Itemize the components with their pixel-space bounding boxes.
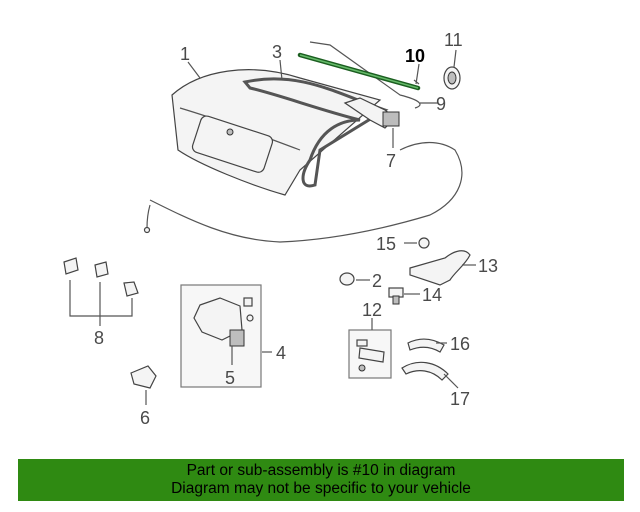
label-8: 8: [94, 328, 104, 348]
label-1: 1: [180, 44, 190, 64]
label-15: 15: [376, 234, 396, 254]
trunk-opening-body: [149, 141, 463, 243]
grommet[interactable]: [443, 66, 461, 90]
label-7: 7: [386, 151, 396, 171]
label-6: 6: [140, 408, 150, 428]
label-14: 14: [422, 285, 442, 305]
banner-line-2: Diagram may not be specific to your vehi…: [171, 480, 471, 497]
label-13: 13: [478, 256, 498, 276]
nut-15[interactable]: [418, 237, 430, 249]
torsion-bar-highlighted[interactable]: [297, 52, 421, 91]
striker[interactable]: [130, 365, 157, 389]
label-12: 12: [362, 300, 382, 320]
trunk-lock[interactable]: [193, 297, 254, 347]
clips-8[interactable]: [63, 257, 139, 297]
banner-line-1: Part or sub-assembly is #10 in diagram: [186, 462, 456, 479]
info-banner: Part or sub-assembly is #10 in diagram D…: [18, 459, 624, 501]
label-4: 4: [276, 343, 286, 363]
label-9: 9: [436, 94, 446, 114]
hinge[interactable]: [409, 250, 471, 286]
opener-kit[interactable]: [356, 339, 385, 372]
label-17: 17: [450, 389, 470, 409]
label-5: 5: [225, 368, 235, 388]
parts-diagram: 1 3 10 11 9 7 15 13 2 14 12 16 17 4 5 6 …: [63, 30, 498, 428]
bracket-16[interactable]: [407, 338, 445, 353]
label-3: 3: [272, 42, 282, 62]
label-2: 2: [372, 271, 382, 291]
label-10: 10: [405, 46, 425, 66]
release-cable[interactable]: [309, 41, 421, 109]
bolt-14[interactable]: [388, 287, 404, 305]
leader-lines: [69, 49, 476, 405]
lock-cylinder[interactable]: [343, 97, 400, 129]
label-11: 11: [444, 30, 463, 50]
bracket-17[interactable]: [401, 361, 449, 381]
weatherstrip[interactable]: [242, 77, 389, 188]
label-16: 16: [450, 334, 470, 354]
trunk-lid[interactable]: [171, 69, 382, 196]
bumper-2[interactable]: [339, 272, 355, 286]
